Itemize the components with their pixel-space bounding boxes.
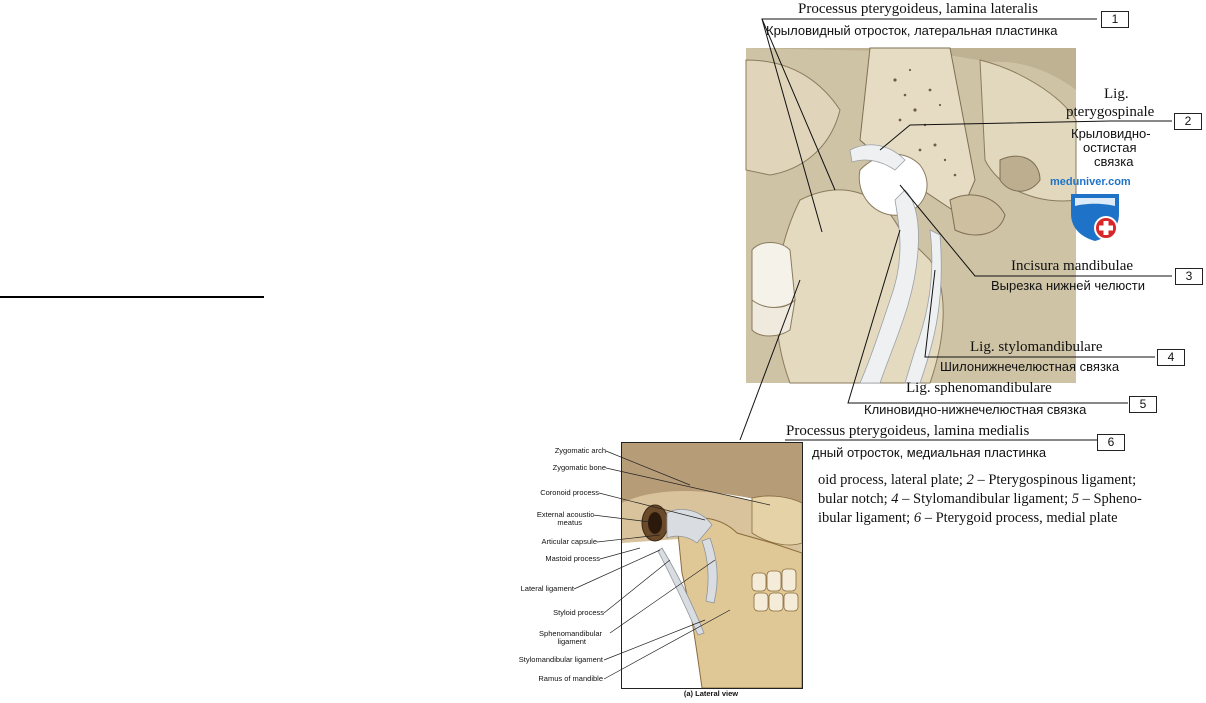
inset-label-coronoid-process: Coronoid process bbox=[540, 488, 599, 497]
label-5-latin: Lig. sphenomandibulare bbox=[906, 380, 1052, 396]
horizontal-rule bbox=[0, 296, 264, 298]
watermark-text: meduniver.com bbox=[1050, 176, 1131, 188]
inset-label-ligament: ligament bbox=[557, 637, 586, 646]
inset-label-styloid-process: Styloid process bbox=[553, 608, 604, 617]
inset-caption: (a) Lateral view bbox=[683, 689, 739, 698]
label-2-russian-b: остистая bbox=[1083, 140, 1137, 155]
inset-label-stylomandibular-ligament: Stylomandibular ligament bbox=[518, 655, 603, 664]
label-1-latin: Processus pterygoideus, lamina lateralis bbox=[798, 1, 1038, 17]
label-5-russian: Клиновидно-нижнечелюстная связка bbox=[864, 402, 1087, 417]
label-1-number: 1 bbox=[1101, 11, 1129, 28]
leader-lines bbox=[739, 18, 1172, 441]
inset-label-ramus-of-mandible: Ramus of mandible bbox=[538, 674, 603, 683]
label-2-russian-a: Крыловидно- bbox=[1071, 126, 1151, 141]
label-6-number: 6 bbox=[1097, 434, 1125, 451]
inset-label-zygomatic-arch: Zygomatic arch bbox=[554, 446, 606, 455]
caption-line-3: ibular ligament; 6 – Pterygoid process, … bbox=[818, 510, 1118, 526]
inset-label-external-acoustic: External acoustic bbox=[536, 510, 594, 519]
label-1-russian: Крыловидный отросток, латеральная пласти… bbox=[766, 23, 1058, 38]
caption-line-2: bular notch; 4 – Stylomandibular ligamen… bbox=[818, 491, 1142, 507]
inset-label-articular-capsule: Articular capsule bbox=[541, 537, 597, 546]
label-5-number: 5 bbox=[1129, 396, 1157, 413]
inset-label-lateral-ligament: Lateral ligament bbox=[520, 584, 574, 593]
label-2-number: 2 bbox=[1174, 113, 1202, 130]
label-6-latin: Processus pterygoideus, lamina medialis bbox=[786, 423, 1030, 439]
inset-label-sphenomandibular: Sphenomandibular bbox=[539, 629, 602, 638]
inset-label-mastoid-process: Mastoid process bbox=[545, 554, 600, 563]
shield-logo-icon bbox=[1071, 194, 1119, 241]
label-2-russian-c: связка bbox=[1094, 154, 1134, 169]
label-3-russian: Вырезка нижней челюсти bbox=[991, 278, 1146, 293]
label-2-latin-b: pterygospinale bbox=[1066, 104, 1155, 120]
label-6-russian: дный отросток, медиальная пластинка bbox=[812, 445, 1047, 460]
label-4-russian: Шилонижнечелюстная связка bbox=[940, 359, 1120, 374]
label-3-latin: Incisura mandibulae bbox=[1011, 258, 1134, 274]
lateral-view-illustration bbox=[622, 443, 802, 688]
label-4-number: 4 bbox=[1157, 349, 1185, 366]
label-4-latin: Lig. stylomandibulare bbox=[970, 339, 1103, 355]
lateral-view-inset bbox=[621, 442, 803, 689]
skull-medial-view bbox=[745, 47, 1077, 384]
inset-label-meatus: meatus bbox=[557, 518, 582, 527]
label-3-number: 3 bbox=[1175, 268, 1203, 285]
inset-label-zygomatic-bone: Zygomatic bone bbox=[552, 463, 606, 472]
caption-line-1: oid process, lateral plate; 2 – Pterygos… bbox=[818, 472, 1137, 488]
label-2-latin-a: Lig. bbox=[1104, 86, 1129, 102]
